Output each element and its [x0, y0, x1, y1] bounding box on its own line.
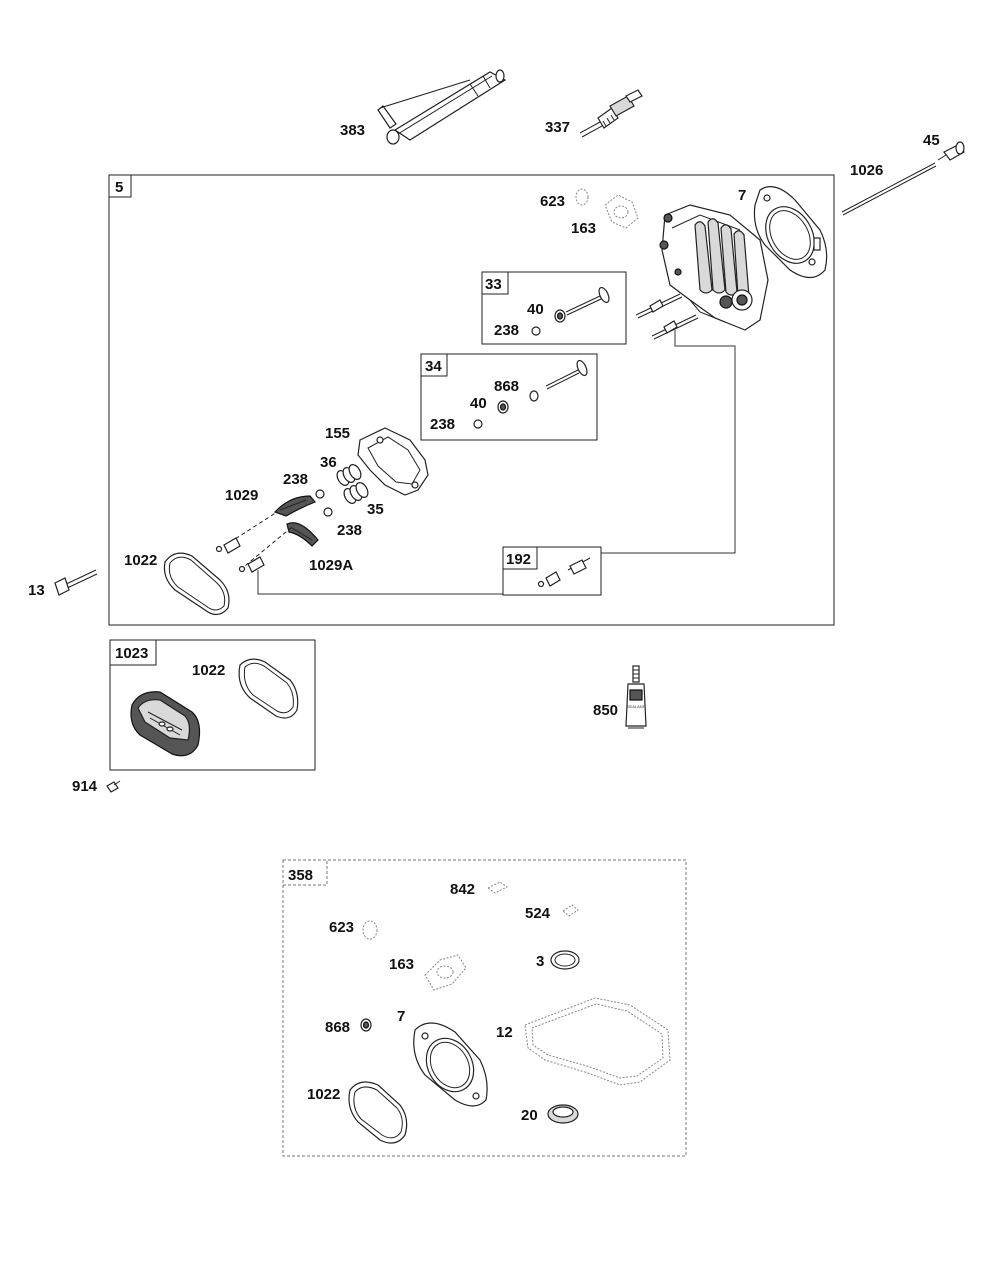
intake-valve-part: [473, 359, 588, 429]
label-623-kit: 623: [329, 919, 354, 936]
stud-upper-part: [635, 293, 683, 319]
label-238-upper: 238: [283, 471, 308, 488]
valve-spring-35-part: [343, 482, 369, 504]
box-label-1023: 1023: [115, 645, 148, 662]
label-20: 20: [521, 1107, 538, 1124]
oil-seal-20-part: [547, 1104, 579, 1124]
rocker-pivot-lower: [238, 556, 265, 573]
rocker-cover-box-1023: [109, 639, 316, 771]
spark-plug-part: [579, 89, 643, 138]
label-7-kit: 7: [397, 1008, 405, 1025]
label-45: 45: [923, 132, 940, 149]
rocker-cover-plate-part: [357, 427, 429, 496]
lead-line-192: [601, 330, 736, 554]
rocker-arm-1029a-part: [286, 522, 319, 547]
label-238-box34: 238: [430, 416, 455, 433]
label-40-box33: 40: [527, 301, 544, 318]
valve-box-34: [420, 353, 598, 441]
cylinder-head-part: [659, 204, 769, 331]
label-3: 3: [536, 953, 544, 970]
label-36: 36: [320, 454, 337, 471]
rocker-cover-gasket-box5: [163, 552, 230, 616]
rocker-arm-1029-part: [273, 495, 316, 517]
head-gasket-part: [753, 186, 828, 279]
seal-3-part: [550, 950, 580, 970]
head-bolt-part: [54, 569, 98, 596]
valve-spring-36-part: [336, 464, 362, 486]
label-1022-box1023: 1022: [192, 662, 225, 679]
label-163-top: 163: [571, 220, 596, 237]
label-163-kit: 163: [389, 956, 414, 973]
label-383: 383: [340, 122, 365, 139]
pivot-box-192-tag: [502, 546, 538, 570]
lead-line-192-left: [257, 570, 503, 595]
label-238-lower: 238: [337, 522, 362, 539]
label-623-top: 623: [540, 193, 565, 210]
seal-623-part: [575, 188, 589, 206]
label-7-top: 7: [738, 187, 746, 204]
rocker-cover-gasket-kit-part: [348, 1081, 408, 1144]
valve-cap-part: [937, 141, 965, 161]
assembly-box-5: [108, 174, 835, 626]
label-850: 850: [593, 702, 618, 719]
label-1029A: 1029A: [309, 557, 353, 574]
box-label-358: 358: [288, 867, 313, 884]
box-label-34: 34: [425, 358, 442, 375]
label-1022-box5: 1022: [124, 552, 157, 569]
label-914: 914: [72, 778, 98, 795]
valve-cap-238-lower: [323, 507, 333, 517]
seal-623-kit-part: [362, 920, 378, 940]
rocker-cover-gasket-box1023: [238, 658, 299, 719]
assembly-box-5-tag: [108, 174, 132, 198]
label-1026: 1026: [850, 162, 883, 179]
pivot-box-192: [502, 546, 602, 596]
gasket-kit-box-358-tag: [282, 859, 328, 886]
label-40-box34: 40: [470, 395, 487, 412]
label-1022-kit: 1022: [307, 1086, 340, 1103]
sealant-tube-part: SEALANT: [625, 665, 647, 729]
box-label-5: 5: [115, 179, 123, 196]
label-155: 155: [325, 425, 350, 442]
label-1029: 1029: [225, 487, 258, 504]
head-gasket-kit-part: [413, 1022, 488, 1107]
gasket-kit-box-358: [282, 859, 687, 1157]
rocker-pivot-upper: [215, 537, 241, 554]
valve-box-33: [481, 271, 627, 345]
screw-914-part: [106, 780, 121, 793]
seal-842-part: [487, 881, 508, 894]
box-label-33: 33: [485, 276, 502, 293]
label-524: 524: [525, 905, 551, 922]
label-842: 842: [450, 881, 475, 898]
crankcase-gasket-12-part: [524, 997, 671, 1086]
rocker-stud-part: [537, 557, 591, 588]
spark-plug-wrench-part: [377, 69, 507, 145]
gasket-163-part: [604, 194, 639, 229]
label-13: 13: [28, 582, 45, 599]
box-label-192: 192: [506, 551, 531, 568]
rocker-cover-part: [130, 691, 201, 757]
valve-cap-238-upper: [315, 489, 325, 499]
exhaust-valve-part: [531, 286, 610, 336]
sealant-tube-text: SEALANT: [627, 704, 646, 709]
stud-lower-part: [651, 314, 699, 340]
valve-box-33-tag: [481, 271, 509, 295]
push-rod-part: [841, 162, 937, 216]
label-35: 35: [367, 501, 384, 518]
valve-box-34-tag: [420, 353, 448, 377]
label-238-box33: 238: [494, 322, 519, 339]
label-337: 337: [545, 119, 570, 136]
rocker-cover-box-1023-tag: [109, 639, 157, 666]
gasket-163-kit-part: [424, 954, 467, 991]
label-12: 12: [496, 1024, 513, 1041]
seal-524-part: [562, 904, 579, 917]
label-868-kit: 868: [325, 1019, 350, 1036]
label-868-box34: 868: [494, 378, 519, 395]
valve-seal-868-kit-part: [360, 1018, 372, 1032]
